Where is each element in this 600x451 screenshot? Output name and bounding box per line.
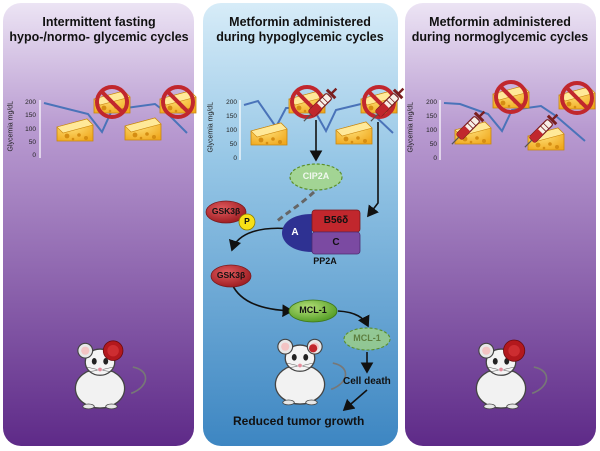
arrow-to-outcome (342, 389, 368, 412)
tick-label: 0 (32, 152, 36, 159)
panel-title-right-line1: Metformin administered (429, 15, 571, 29)
tick-label: 100 (25, 126, 36, 133)
tick-label: 0 (233, 155, 237, 162)
tick-label: 100 (426, 127, 437, 134)
pp2a-b56-label: B56δ (323, 215, 349, 226)
tick-label: 200 (226, 99, 237, 106)
y-axis-label-middle: Glycemia mg/dL (207, 101, 215, 153)
panel-title-middle: Metformin administered during hypoglycem… (205, 15, 395, 45)
gsk3b-phospho-node (205, 200, 247, 224)
inhibit-cip2a-pp2a (275, 190, 316, 224)
gsk3b-label: GSK3β (216, 270, 246, 280)
cip2a-label: CIP2A (302, 171, 330, 181)
mouse-icon (74, 340, 147, 410)
tick-label: 200 (426, 99, 437, 106)
cell-death-label: Cell death (343, 376, 391, 387)
gsk3b-phospho-label: GSK3β (211, 206, 241, 216)
tick-label: 50 (28, 139, 36, 146)
cip2a-node (289, 163, 343, 191)
y-axis-label-right: Glycemia mg/dL (407, 101, 415, 153)
panel-title-left: Intermittent fasting hypo-/normo- glycem… (4, 15, 194, 45)
panel-left (3, 3, 194, 446)
tick-label: 150 (25, 112, 36, 119)
mcl1-degraded-node (343, 327, 391, 351)
panel-title-left-line1: Intermittent fasting (42, 15, 156, 29)
y-axis-label-left: Glycemia mg/dL (7, 100, 15, 152)
panel-title-middle-line2: during hypoglycemic cycles (216, 30, 384, 44)
panel-right (405, 3, 596, 446)
phospho-badge (238, 213, 256, 231)
glycemia-line-right (443, 102, 586, 142)
tick-label: 50 (229, 141, 237, 148)
mcl1-label: MCL-1 (299, 305, 327, 315)
arrow-mcl1-to-degraded (337, 310, 370, 328)
outcome-label: Reduced tumor growth (233, 414, 365, 428)
mouse-icon (274, 338, 347, 406)
tick-label: 150 (226, 113, 237, 120)
mouse-icon (475, 339, 548, 410)
tick-label: 0 (433, 155, 437, 162)
gsk3b-node (210, 264, 252, 288)
pp2a-subunit-a (282, 214, 312, 252)
pp2a-subunit-c (311, 231, 361, 255)
tick-label: 50 (429, 141, 437, 148)
pp2a-a-label: A (291, 227, 299, 238)
pp2a-label: PP2A (313, 256, 337, 266)
arrow-gsk3b-to-mcl1 (231, 283, 294, 318)
panel-title-middle-line1: Metformin administered (229, 15, 371, 29)
mcl1-degraded-label: MCL-1 (353, 333, 381, 343)
mcl1-node (288, 299, 338, 323)
tumor-icon (309, 344, 318, 353)
phospho-label: P (244, 216, 250, 226)
tick-label: 200 (25, 99, 36, 106)
tick-label: 150 (426, 113, 437, 120)
pp2a-c-label: C (332, 237, 340, 248)
arrow-syringe-to-b56 (367, 122, 379, 218)
glycemia-graph-right (439, 100, 586, 160)
panel-title-right: Metformin administered during normoglyce… (405, 15, 595, 45)
panel-title-left-line2: hypo-/normo- glycemic cycles (9, 30, 189, 44)
panel-title-right-line2: during normoglycemic cycles (411, 30, 589, 44)
tick-label: 100 (226, 127, 237, 134)
